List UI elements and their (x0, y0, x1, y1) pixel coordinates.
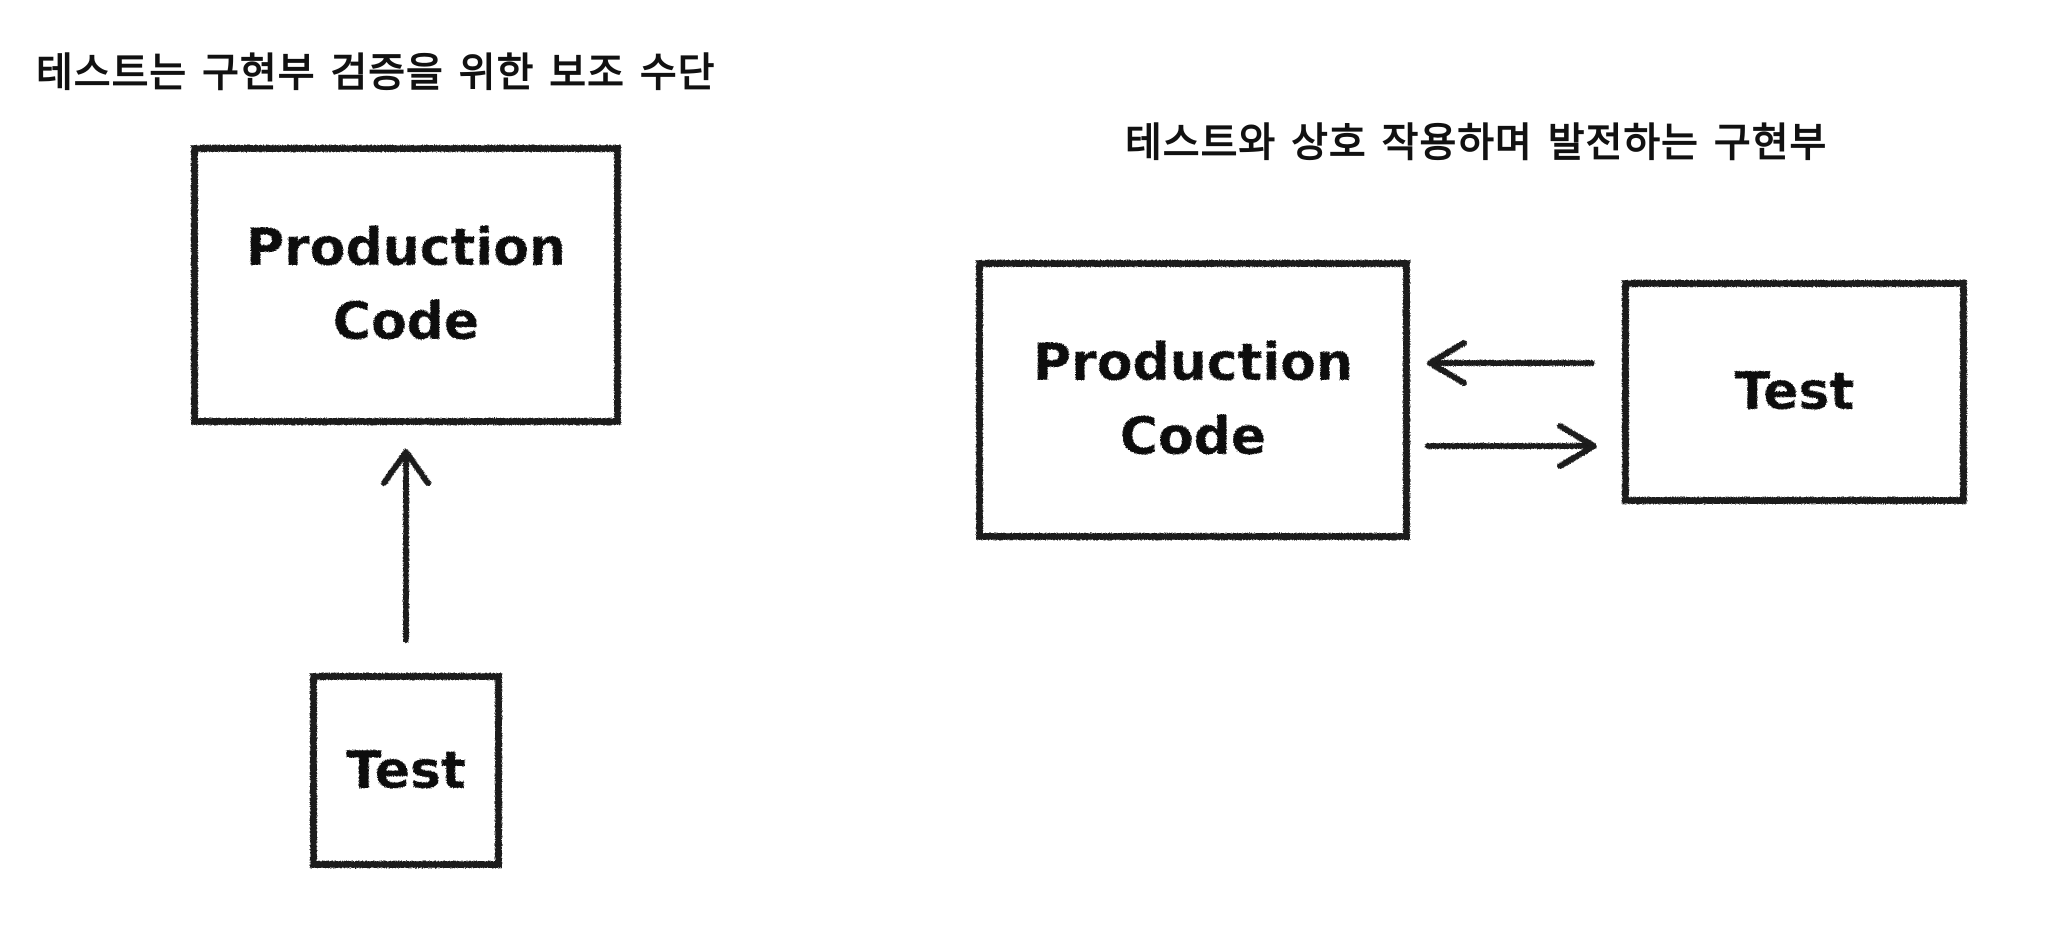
left-diagram-title: 테스트는 구현부 검증을 위한 보조 수단 (36, 50, 716, 96)
right-production-code-box: Production Code (976, 260, 1410, 540)
left-production-label-line2: Code (332, 292, 480, 352)
left-up-arrow (381, 449, 431, 643)
right-diagram-title: 테스트와 상호 작용하며 발전하는 구현부 (1125, 120, 1828, 166)
left-test-box: Test (310, 673, 502, 868)
left-production-code-box: Production Code (191, 145, 621, 425)
left-production-label-line1: Production (246, 218, 566, 278)
right-production-label-line2: Code (1119, 407, 1267, 467)
right-production-label-line1: Production (1033, 333, 1353, 393)
right-left-arrow (1427, 340, 1595, 386)
left-test-label: Test (346, 740, 466, 801)
right-test-label: Test (1734, 362, 1855, 422)
right-test-box: Test (1622, 280, 1967, 504)
right-right-arrow (1425, 423, 1597, 469)
